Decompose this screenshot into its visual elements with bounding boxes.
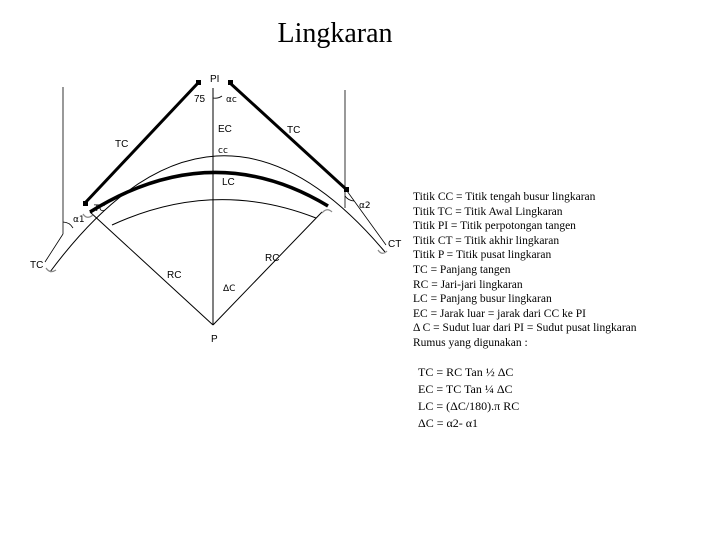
pi-marker-left	[196, 80, 201, 85]
formula-line: LC = (ΔC/180).π RC	[418, 399, 520, 413]
label-lc: LC	[222, 177, 235, 188]
alpha1-angle-arc	[62, 221, 74, 229]
label-ct: CT	[388, 239, 401, 250]
formulas-block: TC = RC Tan ½ ΔC EC = TC Tan ¼ ΔC LC = (…	[418, 364, 708, 432]
label-delta-c: ΔC	[223, 284, 235, 294]
legend-line: EC = Jarak luar = jarak dari CC ke PI	[413, 307, 586, 320]
legend-line: Titik PI = Titik perpotongan tangen	[413, 220, 576, 233]
label-tc-right: TC	[287, 125, 300, 136]
legend-line: RC = Jari-jari lingkaran	[413, 278, 523, 291]
legend-line: LC = Panjang busur lingkaran	[413, 293, 552, 306]
formula-line: TC = RC Tan ½ ΔC	[418, 365, 514, 379]
label-alpha1: α1	[73, 215, 85, 225]
label-tc-small: TC	[93, 204, 105, 214]
left-lower-tangent	[44, 233, 64, 263]
tc-curl-end	[82, 213, 94, 218]
alpha2-angle-arc	[344, 195, 355, 202]
legend-heading: Rumus yang digunakan :	[413, 336, 528, 349]
label-alpha-c-top: αc	[226, 95, 237, 105]
main-circular-arc	[89, 170, 329, 214]
radius-left-line	[89, 211, 214, 326]
legend-line: Titik TC = Titik Awal Lingkaran	[413, 205, 563, 218]
right-curl-end	[377, 249, 388, 254]
pi-marker-right	[228, 80, 233, 85]
label-alpha2: α2	[359, 201, 371, 211]
formula-line: ΔC = α2- α1	[418, 416, 479, 430]
legend-line: Titik CC = Titik tengah busur lingkaran	[413, 191, 596, 203]
label-rc-right: RC	[265, 253, 279, 264]
legend-line: Titik CT = Titik akhir lingkaran	[413, 234, 560, 247]
label-ec: EC	[218, 124, 232, 135]
legend-line: Titik P = Titik pusat lingkaran	[413, 249, 552, 262]
right-tangent-line	[228, 81, 349, 192]
outer-offset-arc	[49, 155, 386, 273]
top-angle-arc	[212, 95, 223, 99]
tc-marker-right	[344, 187, 349, 192]
label-p: P	[211, 334, 218, 345]
label-cc: cc	[218, 146, 228, 156]
label-tc-left: TC	[115, 139, 128, 150]
legend-line: TC = Panjang tangen	[413, 263, 511, 276]
definitions-legend: Titik CC = Titik tengah busur lingkaran …	[413, 190, 713, 351]
inner-lc-arc	[111, 199, 317, 226]
radius-right-line	[212, 211, 323, 326]
tc-marker-left	[83, 201, 88, 206]
label-angle-75: 75	[194, 94, 206, 105]
formula-line: EC = TC Tan ¼ ΔC	[418, 382, 513, 396]
right-lower-tangent	[346, 190, 387, 246]
label-tc-far-left: TC	[30, 260, 43, 271]
left-curl-end	[45, 267, 57, 273]
slide-title: Lingkaran	[277, 18, 393, 49]
label-rc-left: RC	[167, 270, 181, 281]
label-pi: PI	[210, 74, 219, 85]
left-tangent-line	[83, 81, 200, 205]
legend-line: Δ C = Sudut luar dari PI = Sudut pusat l…	[413, 322, 637, 335]
ct-curl-end	[321, 209, 333, 214]
